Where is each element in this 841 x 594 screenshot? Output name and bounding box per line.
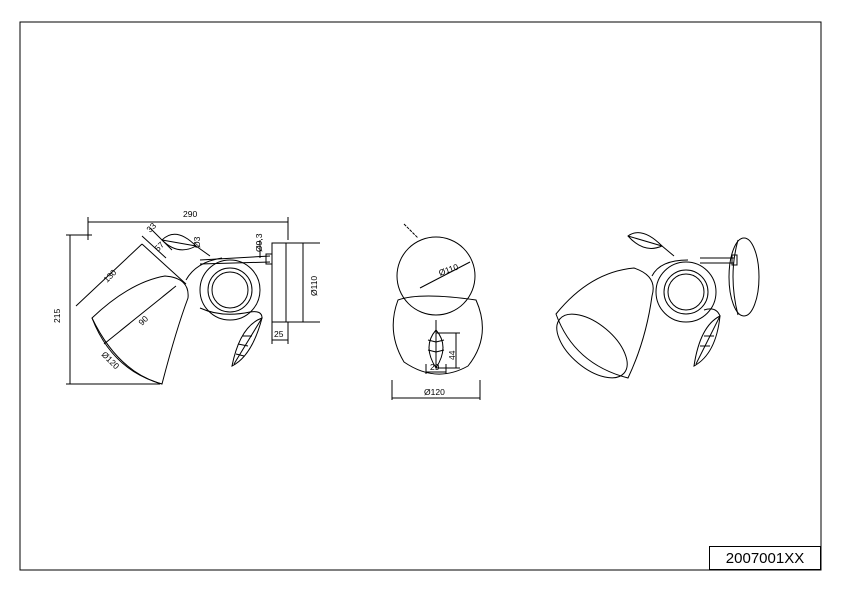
persp-arm-lower bbox=[703, 308, 721, 317]
dim-shade-diameter: Ø120 bbox=[100, 349, 122, 371]
dim-ext-arm bbox=[141, 243, 187, 285]
side-shade bbox=[91, 275, 189, 385]
persp-shade-rim bbox=[556, 313, 628, 379]
dim-wire-diameter: Ø3 bbox=[192, 236, 202, 248]
side-view bbox=[66, 217, 320, 385]
dim-plate-height: Ø110 bbox=[309, 276, 319, 296]
dim-front-leaf-width: 29 bbox=[430, 362, 440, 372]
dim-line-arm bbox=[75, 243, 143, 307]
dim-overall-width: 290 bbox=[183, 209, 197, 219]
side-leaf-top bbox=[161, 233, 197, 251]
side-ring-hole bbox=[211, 271, 249, 309]
dim-rod-diameter: Ø9,3 bbox=[254, 233, 264, 252]
dim-line-depth bbox=[103, 285, 177, 345]
drawing-frame bbox=[19, 21, 822, 571]
side-ring-outer bbox=[199, 259, 261, 321]
perspective-view bbox=[555, 232, 760, 379]
persp-arm-curve bbox=[651, 259, 689, 277]
product-code: 2007001XX bbox=[725, 549, 805, 567]
dim-top-offset: 33 bbox=[144, 220, 158, 234]
side-wall-plate bbox=[271, 242, 287, 323]
front-shade bbox=[392, 295, 483, 375]
dim-line-front-plate bbox=[419, 261, 471, 289]
persp-shade bbox=[555, 267, 654, 379]
dim-line-offset-2 bbox=[149, 227, 173, 251]
persp-ring-hole bbox=[667, 273, 705, 311]
persp-wall-plate bbox=[728, 237, 760, 317]
side-arm-curve bbox=[185, 257, 223, 281]
side-leaf-bottom-rib1 bbox=[237, 343, 249, 347]
dim-shade-depth: 90 bbox=[136, 313, 150, 327]
dim-line-offset bbox=[141, 235, 167, 259]
persp-ring-outer bbox=[655, 261, 717, 323]
dim-front-shade-diameter: Ø120 bbox=[424, 387, 445, 397]
persp-leaf-top-vein bbox=[627, 235, 663, 247]
front-leaf-rib3 bbox=[427, 349, 437, 353]
persp-rod-cap bbox=[731, 254, 738, 266]
persp-leaf-top-stem bbox=[661, 245, 675, 257]
persp-ring-inner bbox=[663, 269, 709, 315]
side-arm-lower bbox=[199, 307, 263, 319]
side-leaf-bottom-vein bbox=[233, 317, 263, 365]
side-leaf-top-stem bbox=[195, 245, 211, 257]
dim-arm-length: 130 bbox=[101, 267, 118, 284]
front-leaf-rib1 bbox=[427, 339, 437, 343]
side-leaf-top-vein bbox=[161, 239, 197, 247]
front-leaf-rib2 bbox=[435, 339, 445, 343]
dim-front-plate-diameter: Ø110 bbox=[437, 261, 460, 277]
persp-leaf-bottom-vein bbox=[695, 315, 721, 365]
persp-leaf-bottom bbox=[693, 315, 721, 367]
front-chain bbox=[403, 223, 419, 239]
side-rod-top bbox=[199, 255, 271, 261]
dim-front-leaf-height: 44 bbox=[447, 350, 457, 360]
persp-wall-plate-edge bbox=[732, 239, 739, 316]
side-shade-rim bbox=[91, 317, 163, 385]
side-leaf-bottom-rib3 bbox=[235, 353, 245, 357]
front-wall-plate bbox=[396, 236, 476, 316]
product-code-box: 2007001XX bbox=[709, 546, 821, 570]
dim-plate-depth: 25 bbox=[274, 329, 284, 339]
side-rod-bottom bbox=[199, 261, 271, 265]
dim-overall-height: 215 bbox=[52, 309, 62, 323]
front-view bbox=[391, 223, 483, 400]
side-ring-inner bbox=[207, 267, 253, 313]
front-leaf-rib4 bbox=[435, 349, 445, 353]
side-leaf-bottom bbox=[231, 317, 263, 367]
